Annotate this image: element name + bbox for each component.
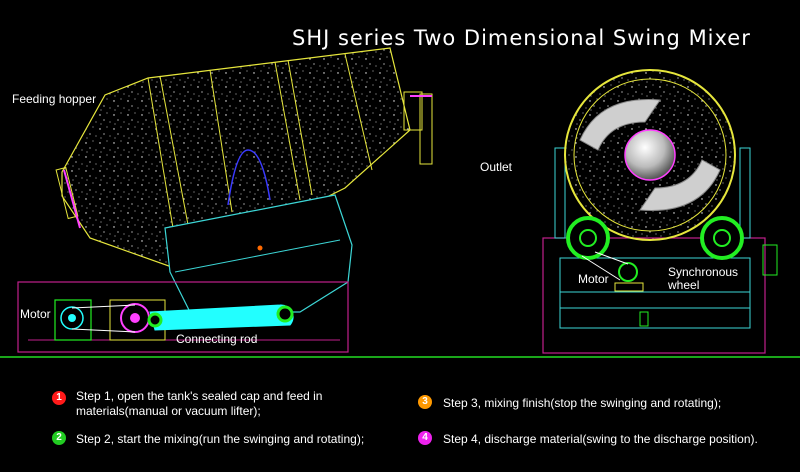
wheel-left-hub	[579, 229, 597, 247]
rod-pin-right	[276, 305, 294, 323]
feeding-hopper-label: Feeding hopper	[12, 92, 97, 106]
tank-ring	[344, 53, 373, 171]
tank-ring	[274, 61, 301, 201]
motor-right-label: Motor	[578, 272, 609, 286]
step-3-badge: 3	[418, 395, 432, 409]
wheel-right-hub	[713, 229, 731, 247]
page-title: SHJ series Two Dimensional Swing Mixer	[292, 26, 751, 50]
motor-left	[54, 299, 92, 341]
support-right	[739, 147, 751, 239]
tank-ring	[287, 59, 313, 196]
step-1-badge: 1	[52, 391, 66, 405]
indicator-light	[257, 245, 263, 251]
connecting-rod	[149, 304, 294, 331]
base-left	[17, 281, 349, 353]
bottom-mark	[639, 311, 649, 327]
frame-line	[174, 239, 341, 273]
cabinet	[559, 257, 751, 329]
synchronous-wheel-right	[700, 216, 744, 260]
outlet-flange	[403, 91, 423, 131]
feeding-hopper-cap	[55, 166, 79, 220]
side-view	[17, 47, 433, 353]
inner-shaft	[227, 149, 271, 206]
motor-right-pulley	[618, 262, 638, 282]
belt-bottom	[71, 328, 136, 333]
end-view	[542, 69, 778, 354]
belt-top	[71, 304, 136, 309]
step-4-text: Step 4, discharge material(swing to the …	[443, 432, 758, 446]
synchronous-wheel-left	[566, 216, 610, 260]
tank-ring	[209, 69, 233, 213]
support-frame	[164, 194, 353, 313]
drive-hub	[130, 313, 140, 323]
motor-left-label: Motor	[20, 307, 51, 321]
support-left	[554, 147, 566, 239]
outlet-label: Outlet	[480, 160, 513, 174]
center-sphere	[624, 129, 676, 181]
belt-right	[594, 251, 629, 265]
hopper-flange	[63, 169, 81, 229]
belt-right	[581, 255, 621, 281]
step-2-text: Step 2, start the mixing(run the swingin…	[76, 432, 365, 446]
motor-left-hub	[68, 314, 76, 322]
side-box	[762, 244, 778, 276]
step-1-text: Step 1, open the tank's sealed cap and f…	[76, 389, 323, 418]
step-2-badge: 2	[52, 431, 66, 445]
step-4-badge: 4	[418, 431, 432, 445]
rod-pin-left	[147, 312, 163, 328]
blade-lower	[639, 159, 721, 211]
blade-upper	[579, 99, 661, 151]
step-3-text: Step 3, mixing finish(stop the swinging …	[443, 396, 722, 410]
outlet-flange-outer	[419, 93, 433, 165]
motor-right-base	[614, 282, 644, 292]
synchronous-wheel-label: Synchronous wheel	[668, 265, 739, 292]
connecting-rod-label: Connecting rod	[176, 332, 258, 346]
drum-inner	[573, 78, 727, 232]
